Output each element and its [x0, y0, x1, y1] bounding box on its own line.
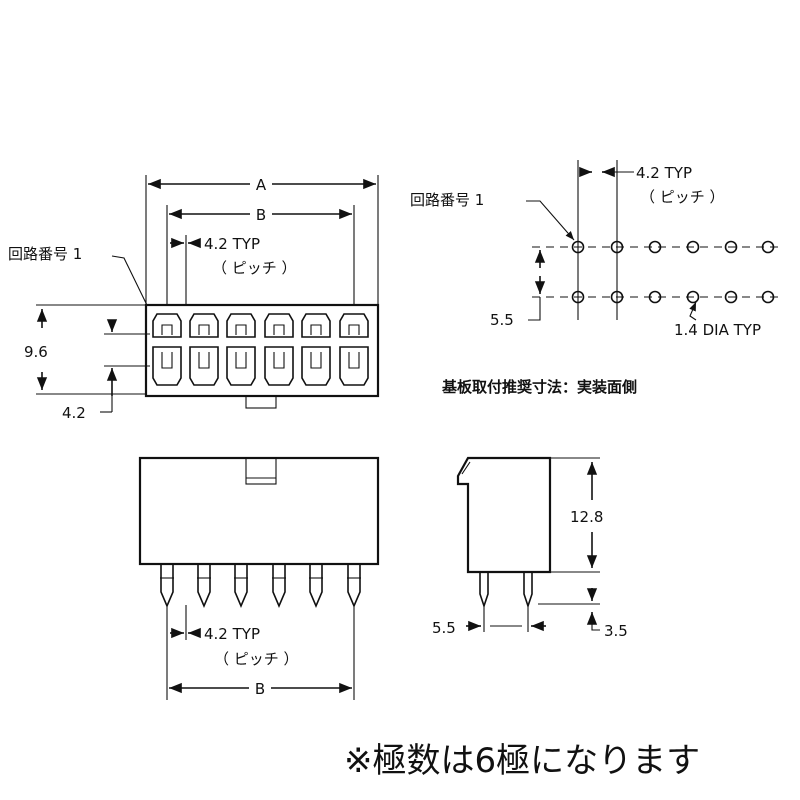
side-height-label: 12.8: [570, 508, 603, 526]
cavity-top: [301, 313, 331, 338]
pcb-circuit-no-label: 回路番号 1: [410, 191, 484, 209]
pcb-pin: [347, 564, 361, 609]
bottom-dimension-b-label: B: [255, 680, 265, 698]
pcb-hole: [724, 240, 738, 254]
cavity-bottom: [264, 346, 294, 386]
cavity-bottom: [339, 346, 369, 386]
dimension-b-label: B: [256, 206, 266, 224]
pcb-hole: [610, 290, 624, 304]
side-pin-spacing-label: 5.5: [432, 619, 456, 637]
bottom-pitch-note: （ ピッチ ）: [214, 650, 299, 668]
cavity-top: [152, 313, 182, 338]
pcb-pitch-label: 4.2 TYP: [636, 164, 692, 182]
pcb-pin: [309, 564, 323, 609]
front-pitch-label: 4.2 TYP: [204, 235, 260, 253]
front-circuit-no-label: 回路番号 1: [8, 245, 82, 263]
cavity-bottom: [226, 346, 256, 386]
front-pitch-note: （ ピッチ ）: [212, 259, 297, 277]
front-view: A B 4.2 TYP （ ピッチ ） 回路番号 1 9.6 4.2: [8, 174, 380, 422]
pcb-pin: [197, 564, 211, 609]
cavity-top: [189, 313, 219, 338]
cavity-bottom: [189, 346, 219, 386]
pcb-hole: [761, 290, 775, 304]
pcb-layout-title: 基板取付推奨寸法：実装面側: [441, 378, 637, 396]
pcb-pin: [160, 564, 174, 609]
cavity-top: [264, 313, 294, 338]
housing-side-body: [138, 456, 380, 566]
side-view: 12.8 5.5 3.5: [432, 456, 628, 640]
pcb-row-spacing-label: 5.5: [490, 311, 514, 329]
pcb-layout-view: 4.2 TYP （ ピッチ ） 回路番号 1 5.5 1.4 DIA TYP 基…: [410, 160, 780, 396]
pcb-hole: [571, 240, 585, 254]
cavity-top: [226, 313, 256, 338]
pcb-pin: [234, 564, 248, 609]
side-pin-length-label: 3.5: [604, 622, 628, 640]
cavity-bottom: [301, 346, 331, 386]
cavity-bottom: [152, 346, 182, 386]
pcb-hole: [761, 240, 775, 254]
pole-count-note: ※極数は6極になります: [344, 741, 700, 781]
pcb-hole: [724, 290, 738, 304]
pcb-hole: [571, 290, 585, 304]
bottom-view: 4.2 TYP （ ピッチ ） B: [138, 456, 380, 700]
front-row-pitch-label: 4.2: [62, 404, 86, 422]
pcb-pin: [272, 564, 286, 609]
front-height-label: 9.6: [24, 343, 48, 361]
bottom-pitch-label: 4.2 TYP: [204, 625, 260, 643]
pcb-hole: [648, 240, 662, 254]
pcb-hole: [610, 240, 624, 254]
pcb-pitch-note: （ ピッチ ）: [640, 188, 725, 206]
pcb-hole: [648, 290, 662, 304]
pcb-hole-dia-label: 1.4 DIA TYP: [674, 321, 761, 339]
dimension-a-label: A: [256, 176, 267, 194]
pcb-hole: [686, 240, 700, 254]
cavity-top: [339, 313, 369, 338]
